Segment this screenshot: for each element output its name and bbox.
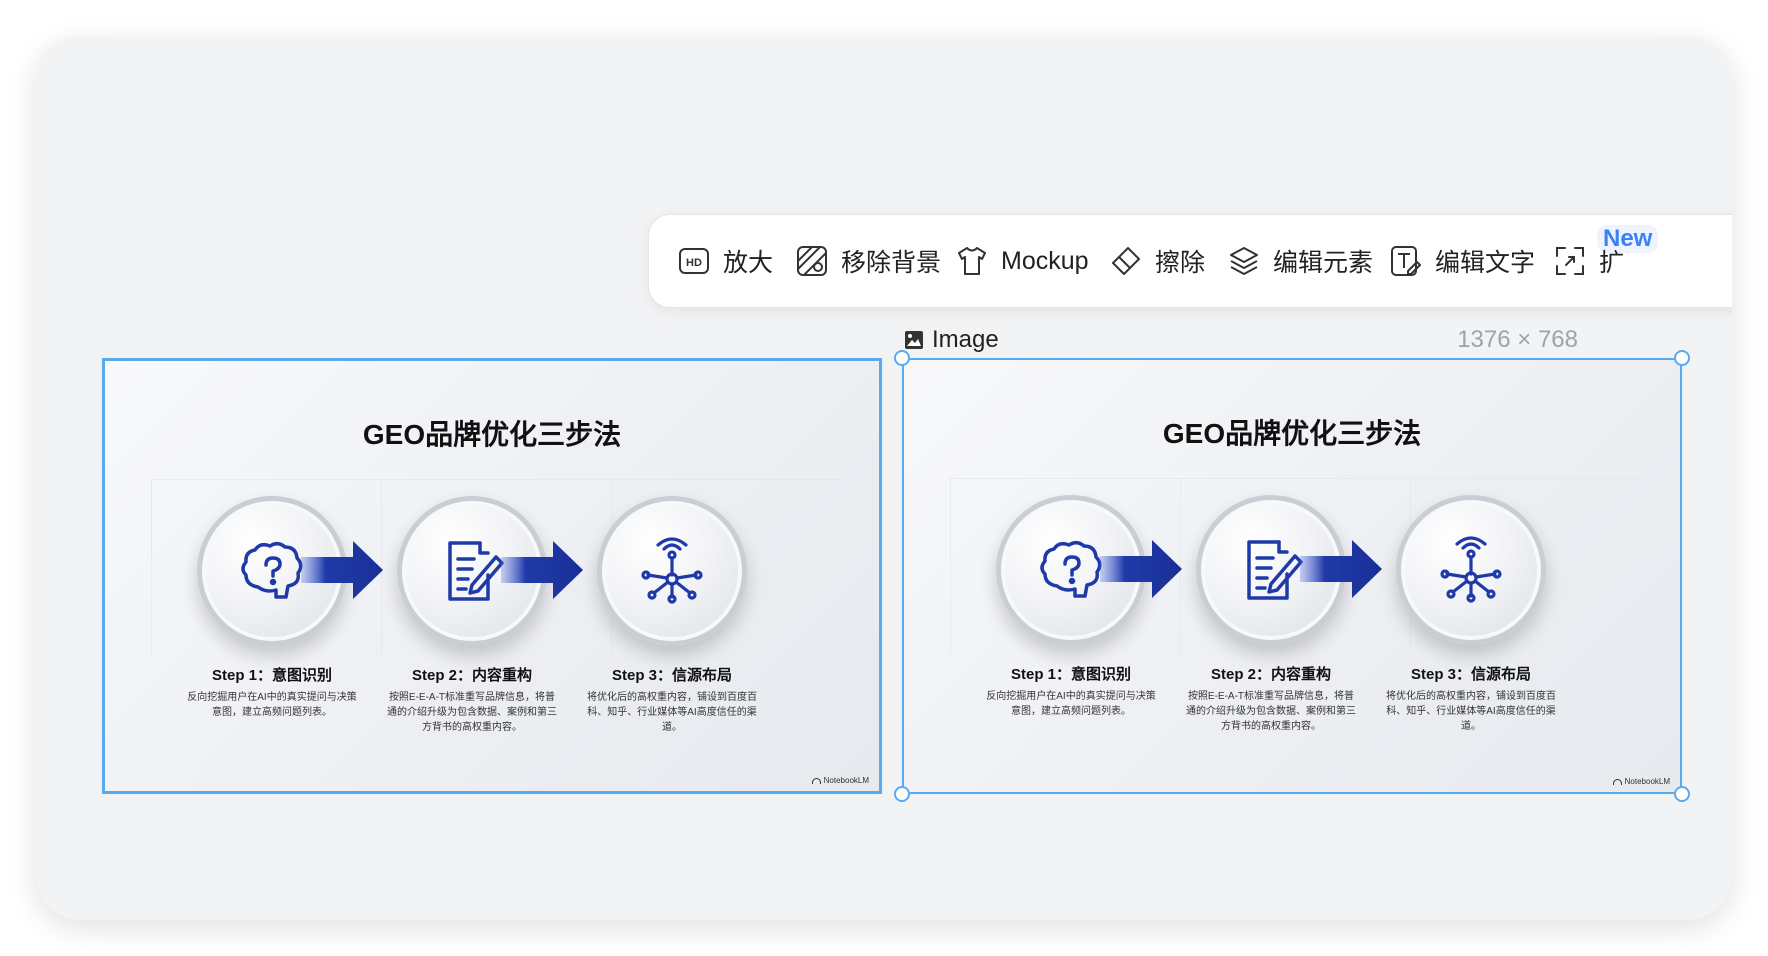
brain-question-icon bbox=[241, 542, 303, 599]
expand-icon bbox=[1556, 247, 1584, 275]
svg-text:HD: HD bbox=[686, 257, 702, 269]
notebooklm-logo-icon bbox=[1612, 778, 1622, 785]
arrow-right-icon bbox=[1100, 540, 1182, 598]
step-3-disc bbox=[597, 496, 747, 646]
edit-text-label: 编辑文字 bbox=[1435, 249, 1536, 277]
document-pen-icon bbox=[448, 541, 504, 601]
arrow-right-icon bbox=[1300, 540, 1382, 598]
slide-image-original[interactable]: GEO品牌优化三步法 Step 1：意图识别 反向挖掘用户在AI中的真实提问与决… bbox=[102, 358, 882, 794]
step-1-title: Step 1：意图识别 bbox=[1010, 666, 1131, 683]
mockup-label: Mockup bbox=[1001, 246, 1089, 275]
network-broadcast-icon bbox=[641, 537, 703, 604]
step-1-title: Step 1：意图识别 bbox=[211, 667, 332, 684]
step-2-title: Step 2：内容重构 bbox=[411, 667, 532, 684]
resize-handle-bottom-left[interactable] bbox=[894, 786, 910, 802]
image-label-text: Image bbox=[932, 326, 999, 353]
image-layer-label: Image bbox=[904, 326, 999, 354]
slide-title: GEO品牌优化三步法 bbox=[362, 419, 622, 450]
resize-handle-bottom-right[interactable] bbox=[1674, 786, 1690, 802]
tshirt-icon bbox=[958, 247, 986, 275]
remove-background-icon bbox=[797, 246, 827, 276]
watermark-text: NotebookLM bbox=[1624, 777, 1670, 786]
upscale-label: 放大 bbox=[723, 249, 774, 277]
edit-elements-button[interactable]: 编辑元素 bbox=[1227, 215, 1373, 307]
step-2-title: Step 2：内容重构 bbox=[1210, 666, 1331, 683]
step-1-description: 反向挖掘用户在AI中的真实提问与决策意图，建立高频问题列表。 bbox=[187, 692, 357, 718]
image-icon bbox=[905, 331, 923, 349]
expand-label: 扩 bbox=[1599, 249, 1625, 277]
new-badge: New bbox=[1597, 225, 1659, 253]
notebooklm-watermark: NotebookLM bbox=[1612, 777, 1670, 786]
edit-elements-label: 编辑元素 bbox=[1273, 249, 1374, 277]
step-2-description: 按照E-E-A-T标准重写品牌信息，将普通的介绍升级为包含数据、案例和第三方背书… bbox=[1186, 691, 1356, 732]
layers-icon bbox=[1230, 247, 1258, 275]
app-window: HD 放大 移除背景 Mockup 擦除 bbox=[36, 36, 1732, 920]
arrow-right-icon bbox=[301, 541, 383, 599]
step-2-description: 按照E-E-A-T标准重写品牌信息，将普通的介绍升级为包含数据、案例和第三方背书… bbox=[387, 692, 557, 733]
brain-question-icon bbox=[1040, 541, 1102, 598]
expand-button[interactable]: 扩 bbox=[1553, 215, 1624, 307]
watermark-text: NotebookLM bbox=[823, 776, 869, 785]
erase-label: 擦除 bbox=[1155, 249, 1206, 277]
edit-text-icon bbox=[1391, 246, 1421, 276]
step-2-disc bbox=[397, 496, 547, 646]
hd-icon: HD bbox=[679, 248, 709, 274]
step-3-title: Step 3：信源布局 bbox=[611, 667, 732, 684]
edit-text-button[interactable]: 编辑文字 bbox=[1389, 215, 1535, 307]
step-3-title: Step 3：信源布局 bbox=[1410, 666, 1531, 683]
upscale-button[interactable]: HD 放大 bbox=[677, 215, 773, 307]
resize-handle-top-right[interactable] bbox=[1674, 350, 1690, 366]
notebooklm-watermark: NotebookLM bbox=[811, 776, 869, 785]
mockup-button[interactable]: Mockup bbox=[955, 215, 1089, 307]
network-broadcast-icon bbox=[1440, 536, 1502, 603]
step-3-description: 将优化后的高权重内容，铺设到百度百科、知乎、行业媒体等AI高度信任的渠道。 bbox=[587, 692, 757, 733]
eraser-icon bbox=[1112, 247, 1140, 275]
arrow-right-icon bbox=[501, 541, 583, 599]
resize-handle-top-left[interactable] bbox=[894, 350, 910, 366]
image-dimensions: 1376 × 768 bbox=[1457, 326, 1578, 353]
erase-button[interactable]: 擦除 bbox=[1109, 215, 1205, 307]
image-toolbar: HD 放大 移除背景 Mockup 擦除 bbox=[648, 214, 1732, 308]
slide-title: GEO品牌优化三步法 bbox=[1162, 418, 1422, 449]
step-3-description: 将优化后的高权重内容，铺设到百度百科、知乎、行业媒体等AI高度信任的渠道。 bbox=[1386, 691, 1556, 732]
step-3-disc bbox=[1396, 495, 1546, 645]
slide-image-selected[interactable]: GEO品牌优化三步法 Step 1：意图识别 反向挖掘用户在AI中的真实提问与决… bbox=[902, 358, 1682, 794]
step-1-description: 反向挖掘用户在AI中的真实提问与决策意图，建立高频问题列表。 bbox=[986, 691, 1156, 717]
document-pen-icon bbox=[1247, 540, 1303, 600]
remove-background-button[interactable]: 移除背景 bbox=[795, 215, 941, 307]
notebooklm-logo-icon bbox=[811, 777, 821, 784]
remove-background-label: 移除背景 bbox=[841, 249, 942, 277]
step-1-disc bbox=[197, 496, 347, 646]
